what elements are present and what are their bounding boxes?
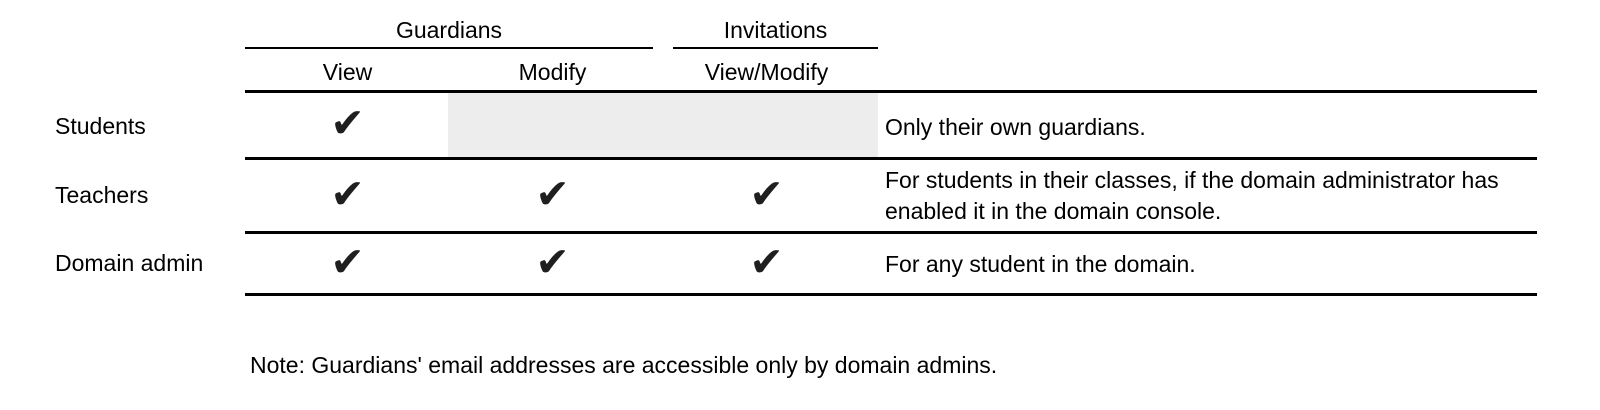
- note-domain-admin: For any student in the domain.: [885, 251, 1196, 277]
- cell-teachers-guardians-modify: ✔: [450, 160, 655, 231]
- cell-teachers-invitations-view-modify: ✔: [655, 160, 878, 231]
- row-rule: [245, 157, 1537, 160]
- row-label-teachers: Teachers: [55, 182, 149, 208]
- not-applicable-shaded-cell: [448, 93, 878, 157]
- guardians-underline: [245, 47, 653, 49]
- column-header-view-modify: View/Modify: [704, 59, 829, 85]
- cell-admin-guardians-modify: ✔: [450, 234, 655, 293]
- column-group-invitations: Invitations: [723, 17, 828, 43]
- row-rule: [245, 231, 1537, 234]
- invitations-underline: [673, 47, 878, 49]
- cell-students-guardians-view: ✔: [245, 93, 450, 157]
- table-bottom-rule: [245, 293, 1537, 296]
- column-group-guardians: Guardians: [395, 17, 503, 43]
- row-label-domain-admin: Domain admin: [55, 250, 204, 276]
- check-icon: ✔: [535, 169, 570, 218]
- check-icon: ✔: [749, 237, 784, 286]
- header-rule: [245, 90, 1537, 93]
- check-icon: ✔: [535, 237, 570, 286]
- cell-admin-guardians-view: ✔: [245, 234, 450, 293]
- note-teachers: For students in their classes, if the do…: [885, 167, 1499, 224]
- check-icon: ✔: [330, 99, 365, 147]
- cell-admin-invitations-view-modify: ✔: [655, 234, 878, 293]
- cell-teachers-guardians-view: ✔: [245, 160, 450, 231]
- note-students: Only their own guardians.: [885, 114, 1146, 140]
- row-label-students: Students: [55, 113, 146, 139]
- footnote: Note: Guardians' email addresses are acc…: [250, 352, 998, 378]
- column-header-view: View: [322, 59, 373, 85]
- check-icon: ✔: [749, 169, 784, 218]
- column-header-modify: Modify: [518, 59, 587, 85]
- check-icon: ✔: [330, 237, 365, 286]
- check-icon: ✔: [330, 169, 365, 218]
